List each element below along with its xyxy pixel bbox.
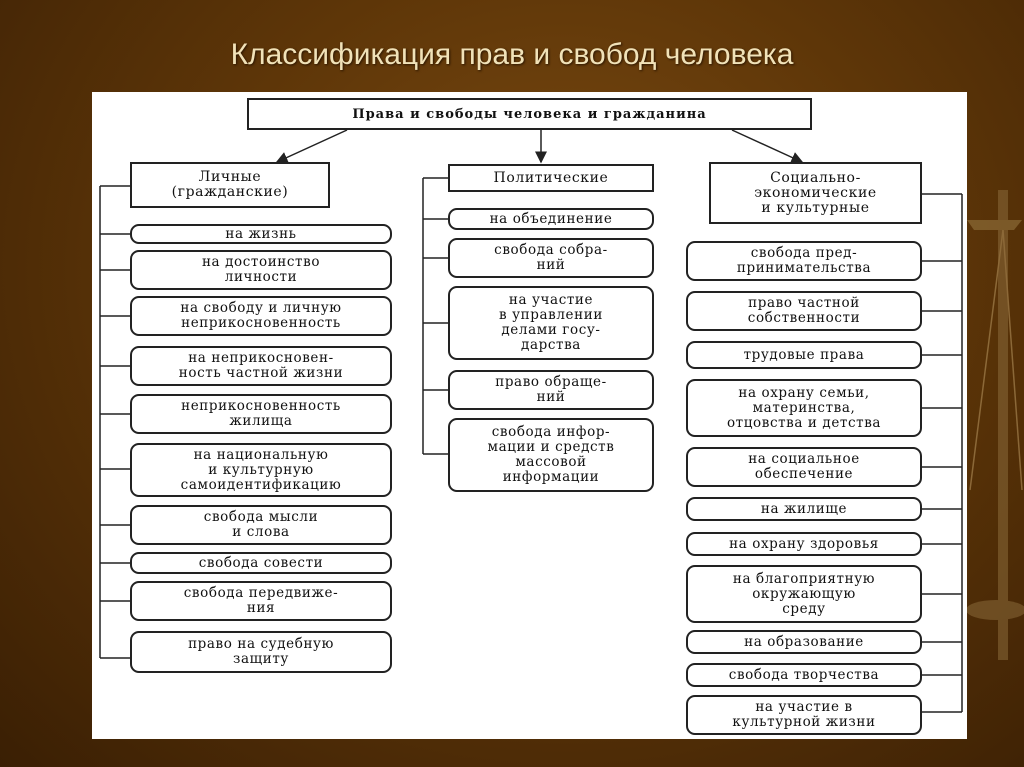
personal-item: неприкосновенность жилища [130,394,392,434]
personal-item: право на судебную защиту [130,631,392,673]
socio-economic-item: на благоприятную окружающую среду [686,565,922,623]
heading-socio-economic: Социально- экономические и культурные [709,162,922,224]
socio-economic-item: на охрану здоровья [686,532,922,556]
heading-personal: Личные (гражданские) [130,162,330,208]
socio-economic-item: на участие в культурной жизни [686,695,922,735]
political-item: свобода инфор- мации и средств массовой … [448,418,654,492]
scales-icon [966,190,1024,660]
personal-item: свобода совести [130,552,392,574]
socio-economic-item: на жилище [686,497,922,521]
socio-economic-item: право частной собственности [686,291,922,331]
political-item: на участие в управлении делами госу- дар… [448,286,654,360]
diagram-panel: Права и свободы человека и гражданина Ли… [92,92,967,739]
socio-economic-item: свобода творчества [686,663,922,687]
socio-economic-item: на охрану семьи, материнства, отцовства … [686,379,922,437]
personal-item: свобода передвиже- ния [130,581,392,621]
political-item: на объединение [448,208,654,230]
personal-item: на достоинство личности [130,250,392,290]
slide-title: Классификация прав и свобод человека [230,38,794,71]
political-item: право обраще- ний [448,370,654,410]
socio-economic-item: свобода пред- принимательства [686,241,922,281]
socio-economic-item: трудовые права [686,341,922,369]
socio-economic-item: на социальное обеспечение [686,447,922,487]
personal-item: свобода мысли и слова [130,505,392,545]
heading-political: Политические [448,164,654,192]
diagram-root: Права и свободы человека и гражданина [247,98,812,130]
socio-economic-item: на образование [686,630,922,654]
political-item: свобода собра- ний [448,238,654,278]
personal-item: на жизнь [130,224,392,244]
personal-item: на неприкосновен- ность частной жизни [130,346,392,386]
personal-item: на национальную и культурную самоидентиф… [130,443,392,497]
personal-item: на свободу и личную неприкосновенность [130,296,392,336]
